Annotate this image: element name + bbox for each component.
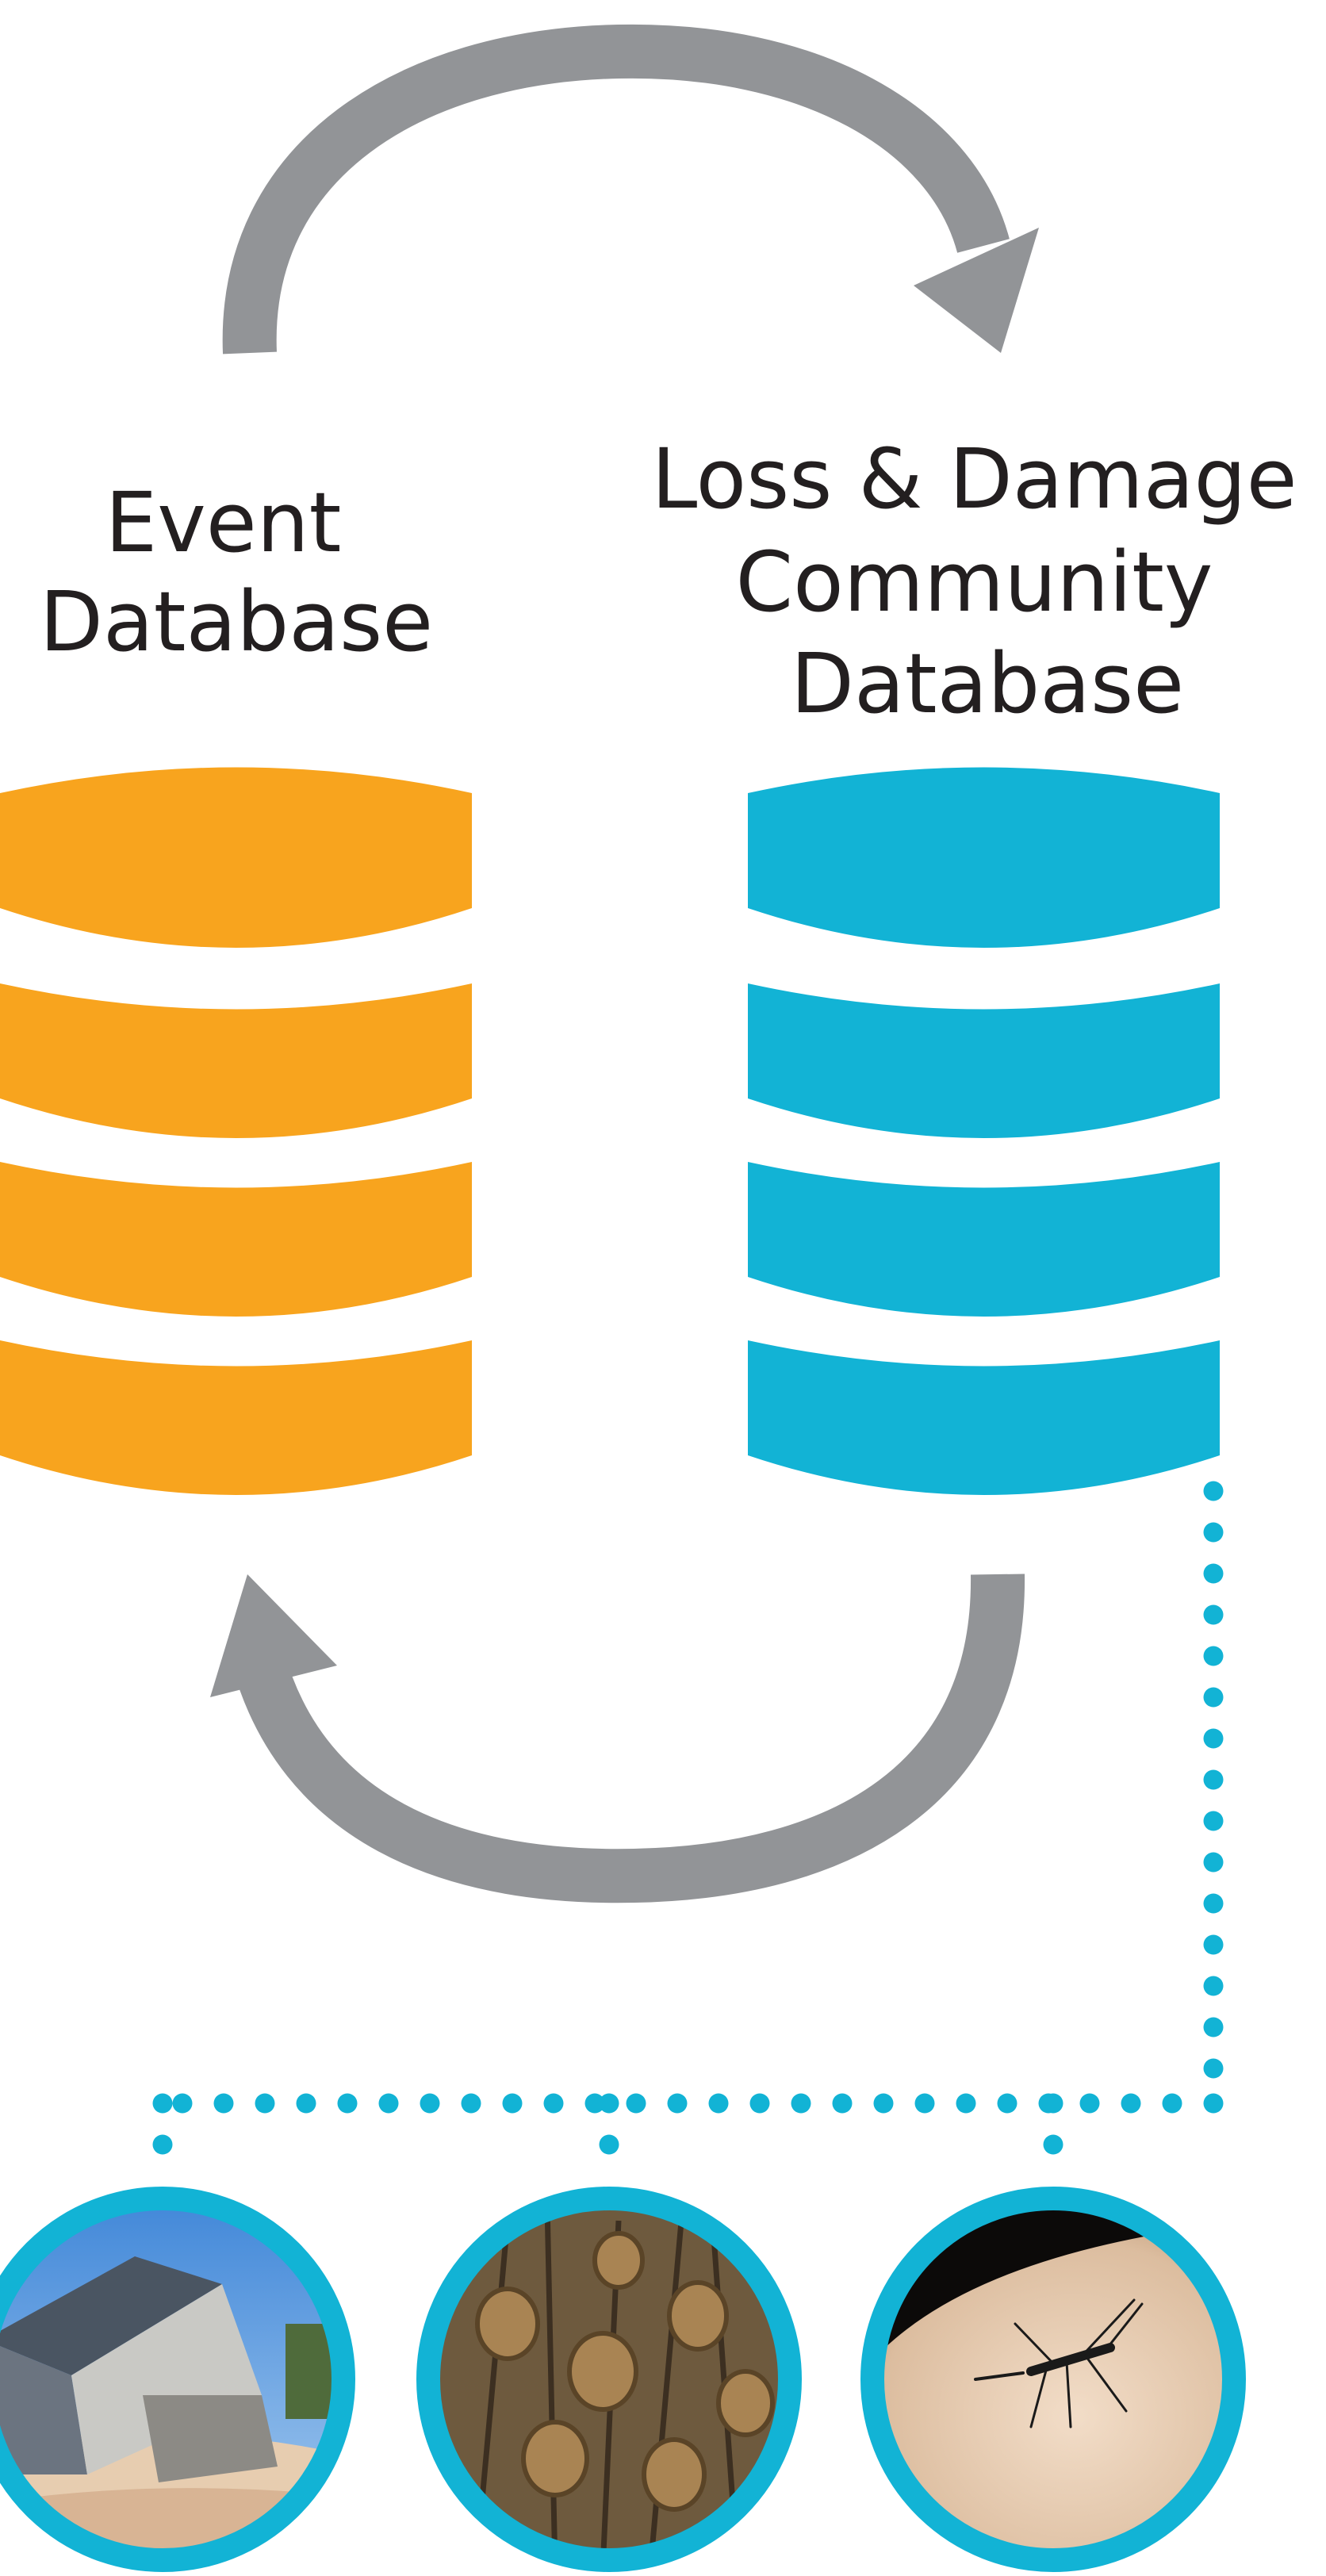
ld-db-label-line2: Community (736, 534, 1213, 631)
ld-database-icon (748, 767, 1220, 1495)
ld-db-label: Loss & Damage Community Database (651, 431, 1323, 732)
dotted-connector (152, 1481, 1224, 2156)
event-db-disk-3 (0, 1162, 472, 1317)
photo-damaged-house (0, 2187, 355, 2572)
ld-db-disk-2 (748, 983, 1220, 1138)
event-db-label-line1: Event (105, 474, 342, 571)
event-db-disk-2 (0, 983, 472, 1138)
event-db-disk-4 (0, 1340, 472, 1495)
bottom-cycle-arrow (232, 1574, 1025, 1903)
photo-dried-pods (416, 2187, 802, 2572)
event-db-disk-1 (0, 767, 472, 948)
event-db-label: Event Database (40, 474, 433, 670)
ld-db-disk-3 (748, 1162, 1220, 1317)
ld-db-label-line1: Loss & Damage (651, 431, 1297, 527)
ld-db-disk-4 (748, 1340, 1220, 1495)
ld-db-label-line3: Database (791, 635, 1184, 732)
top-arrowhead-icon (914, 228, 1039, 353)
event-db-label-line2: Database (40, 573, 433, 670)
event-database-icon (0, 767, 472, 1495)
bottom-arrowhead-icon (210, 1574, 337, 1697)
top-cycle-arrow (222, 24, 1010, 355)
photo-mosquito (860, 2187, 1246, 2572)
mosquito-icon (974, 2298, 1144, 2428)
ld-db-disk-1 (748, 767, 1220, 948)
